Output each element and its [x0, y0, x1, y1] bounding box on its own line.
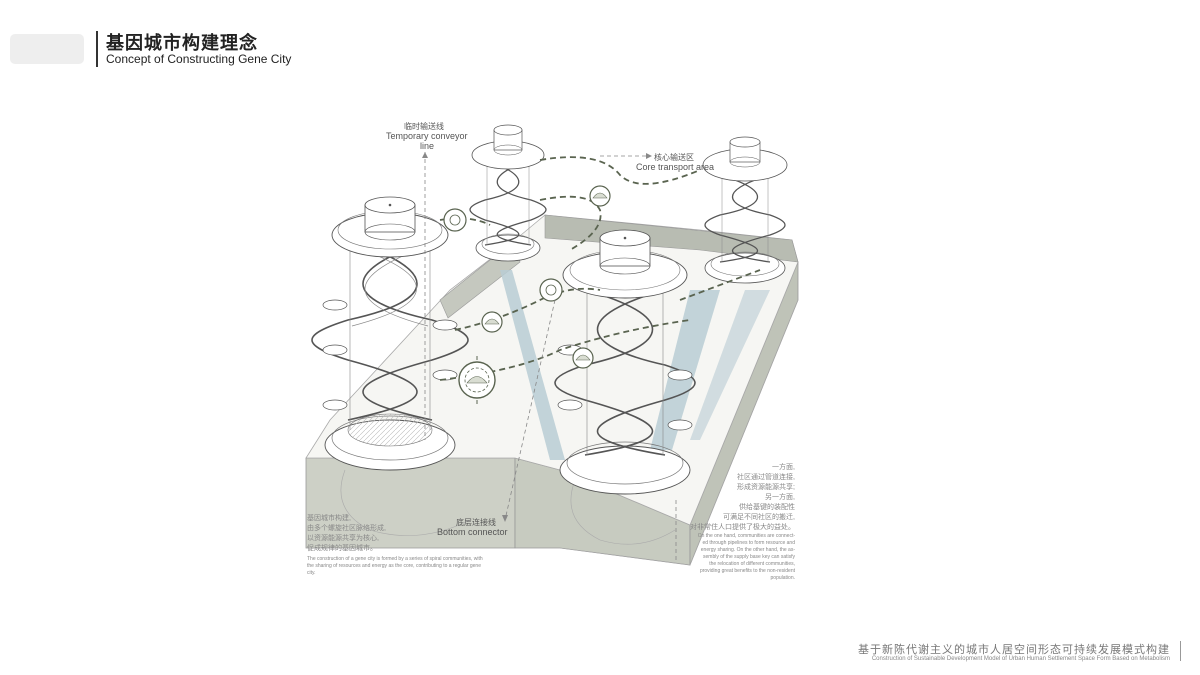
- note-left-en-line: city.: [307, 570, 316, 576]
- footer-divider: [1180, 641, 1181, 661]
- label-temporary-en-1: Temporary conveyor: [386, 131, 468, 141]
- arrowhead-bottom: [502, 515, 508, 522]
- note-right-en-line: energy sharing. On the other hand, the a…: [700, 547, 795, 553]
- note-right-zh-line: 可满足不同社区的搬迁,: [723, 514, 795, 521]
- note-right-zh-line: 社区通过管道连接,: [737, 474, 795, 481]
- label-core-en: Core transport area: [636, 162, 715, 172]
- arrowhead-core: [646, 153, 652, 159]
- logo-placeholder: [10, 34, 84, 64]
- label-bottom-zh: 底层连接线: [456, 518, 496, 527]
- connector-nodes: [443, 185, 611, 404]
- footer-title-zh: 基于新陈代谢主义的城市人居空间形态可持续发展模式构建: [858, 643, 1170, 656]
- spiral-tower-left: [311, 196, 469, 471]
- note-right-zh-line: 对非常住人口提供了极大的益处。: [690, 524, 795, 531]
- note-right-zh-line: 一方面,: [772, 464, 795, 471]
- note-right-en-line: providing great benefits to the non-resi…: [699, 568, 795, 574]
- spiral-tower-back-center: [469, 124, 547, 262]
- note-right-en-line: ed through pipelines to form resource an…: [702, 540, 795, 546]
- note-right-en-line: sembly of the supply base key can satisf…: [703, 554, 795, 560]
- page-subtitle: Concept of Constructing Gene City: [106, 52, 292, 66]
- label-temporary-en-2: line: [420, 141, 435, 151]
- arrowhead-temporary: [422, 152, 428, 158]
- note-left-zh-line: 促成规律的基因城市。: [307, 545, 377, 552]
- note-right-zh-line: 供给基键的装配性: [739, 504, 795, 511]
- note-right-en-line: the relocation of different communities,: [709, 561, 795, 567]
- note-right-zh-line: 形成资源能源共享;: [737, 484, 795, 491]
- label-temporary-zh: 临时输送线: [404, 122, 444, 131]
- note-left: 基因城市构建, 由多个螺旋社区脉络形成, 以资源能源共享为核心, 促成规律的基因…: [307, 514, 547, 577]
- spiral-tower-front-right: [554, 229, 696, 495]
- note-right-en-line: population.: [770, 575, 795, 581]
- spiral-tower-back-right: [702, 136, 788, 284]
- title-divider: [96, 31, 98, 67]
- label-bottom-en: Bottom connector: [437, 527, 508, 537]
- label-core-zh: 核心输送区: [654, 153, 694, 162]
- note-left-en-line: the sharing of resources and energy as t…: [307, 563, 481, 569]
- light-shafts: [500, 270, 770, 460]
- note-left-zh-line: 以资源能源共享为核心,: [307, 535, 379, 542]
- leader-lines: [424, 152, 677, 560]
- note-left-zh-line: 由多个螺旋社区脉络形成,: [307, 525, 386, 532]
- note-right: 一方面, 社区通过管道连接, 形成资源能源共享; 另一方面, 供给基键的装配性 …: [660, 463, 795, 582]
- footer-title-en: Construction of Sustainable Development …: [871, 656, 1170, 662]
- note-left-zh-line: 基因城市构建,: [307, 515, 351, 522]
- note-right-en-line: On the one hand, communities are connect…: [697, 533, 795, 539]
- note-right-zh-line: 另一方面,: [765, 494, 795, 501]
- note-left-en-line: The construction of a gene city is forme…: [307, 556, 483, 562]
- page-title: 基因城市构建理念: [106, 33, 258, 54]
